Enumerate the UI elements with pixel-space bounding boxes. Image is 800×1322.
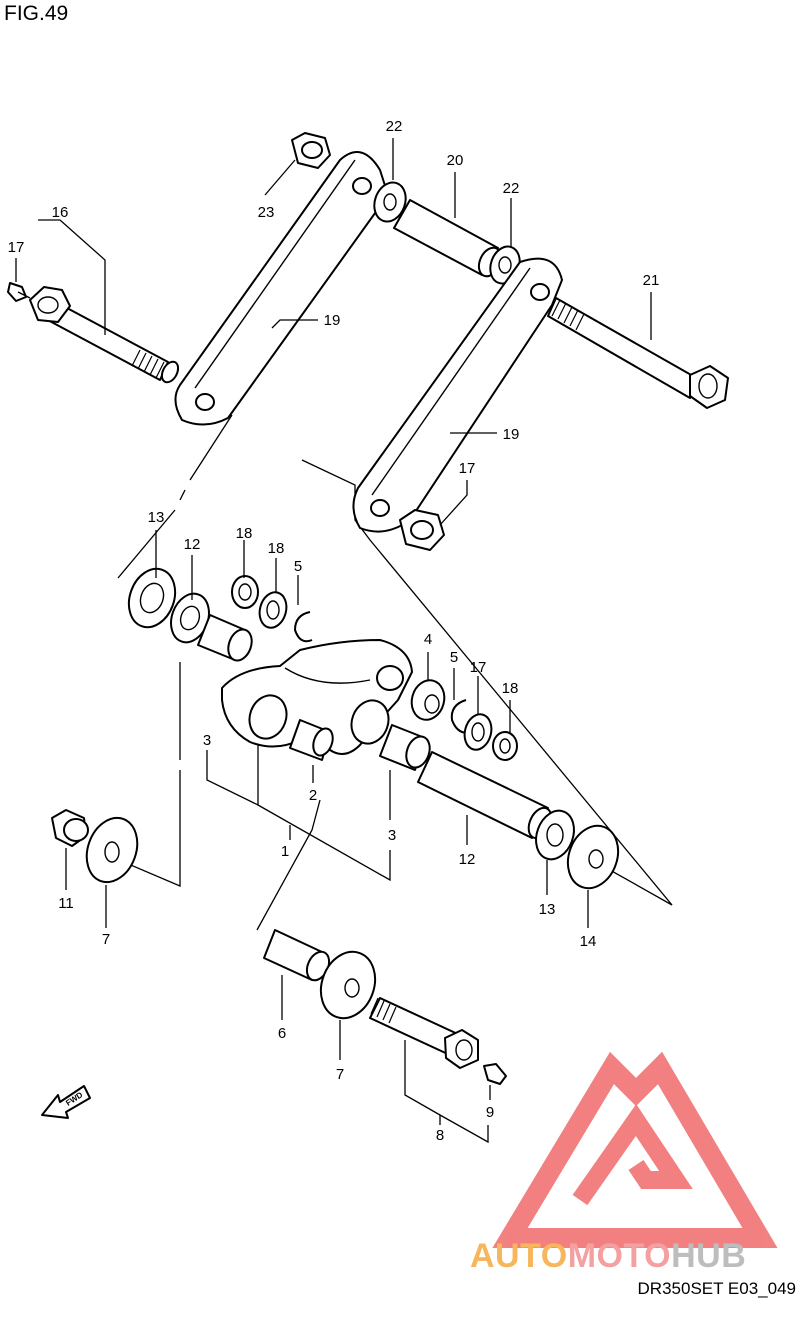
callout-19-upper: 19 — [324, 312, 341, 329]
callout-12-lower: 13 — [539, 901, 556, 918]
callout-12-upper: 12 — [184, 536, 201, 553]
callout-2: 2 — [309, 787, 317, 804]
washer-17-upper — [258, 591, 288, 629]
watermark-text-moto: MOTO — [567, 1237, 672, 1275]
dust-seal-13-lower — [566, 824, 620, 890]
sleeve-4-left — [197, 614, 253, 662]
callout-11: 12 — [459, 851, 476, 868]
bearing-18-upper — [231, 575, 259, 609]
link-plate-19-upper — [174, 151, 389, 426]
callout-labels: 16 17 23 22 20 22 21 19 19 17 13 12 18 1… — [8, 118, 660, 1144]
nut-10 — [51, 809, 89, 847]
callout-3-left: 3 — [203, 732, 211, 749]
figure-title: FIG.49 — [4, 2, 69, 25]
washer-7-upper — [85, 816, 139, 884]
callout-9: 9 — [486, 1104, 494, 1121]
callout-16: 17 — [459, 460, 476, 477]
callout-14: 16 — [52, 204, 69, 221]
callout-10: 11 — [58, 895, 74, 912]
callout-leaders — [15, 138, 652, 1144]
callout-3-right: 3 — [388, 827, 396, 844]
callout-4: 4 — [424, 631, 432, 648]
callout-17-lower: 17 — [470, 659, 487, 676]
sleeve-2 — [289, 719, 334, 761]
callout-5-upper: 5 — [294, 558, 302, 575]
callout-21: 21 — [643, 272, 660, 289]
watermark-text-hub: HUB — [671, 1237, 747, 1275]
watermark-triangle-inner — [572, 1104, 693, 1206]
grease-nipple-15 — [7, 282, 31, 302]
watermark-text-auto: AUTO — [470, 1237, 568, 1275]
callout-13-lower: 14 — [580, 933, 597, 950]
bearing-18-lower — [492, 731, 518, 761]
callout-7-upper: 7 — [102, 931, 110, 948]
callout-20: 20 — [447, 152, 464, 169]
callout-5-lower: 5 — [450, 649, 458, 666]
bolt-14 — [29, 286, 180, 384]
callout-23: 23 — [258, 204, 275, 221]
fwd-direction-arrow: FWD — [41, 1085, 91, 1119]
bolt-21 — [547, 297, 729, 409]
nut-23 — [291, 132, 331, 169]
bearing-12-lower — [535, 809, 575, 861]
bolt-8 — [369, 997, 479, 1069]
callout-7-lower: 7 — [336, 1066, 344, 1083]
sleeve-4-right — [410, 679, 446, 721]
callout-18-upper: 18 — [236, 525, 253, 542]
grease-nipple-9 — [483, 1063, 507, 1085]
watermark-triangle-outer — [492, 1051, 778, 1248]
callout-1: 1 — [281, 843, 289, 860]
callout-22-right: 22 — [503, 180, 520, 197]
washer-17-lower — [463, 713, 493, 751]
link-plate-19-lower — [352, 257, 563, 533]
callout-18-lower: 18 — [502, 680, 519, 697]
callout-13-upper: 13 — [148, 509, 165, 526]
nut-16 — [399, 509, 445, 551]
circlip-5-upper — [294, 611, 313, 643]
sleeve-20 — [393, 199, 503, 278]
watermark-text: AUTOMOTOHUB — [470, 1237, 746, 1276]
callout-22-left: 22 — [386, 118, 403, 135]
bearing-3-right — [379, 724, 431, 771]
callout-8: 8 — [436, 1127, 444, 1144]
washer-7-lower — [319, 950, 377, 1020]
spacer-6 — [263, 929, 331, 982]
cushion-lever-1 — [221, 639, 413, 755]
callout-15: 17 — [8, 239, 25, 256]
drawing-reference-code: DR350SET E03_049 — [637, 1279, 796, 1298]
washer-22-left — [373, 181, 407, 223]
watermark-logo — [492, 1051, 778, 1248]
shaft-11 — [417, 751, 553, 840]
callout-19-lower: 19 — [503, 426, 520, 443]
callout-6: 6 — [278, 1025, 286, 1042]
dust-seal-13-upper — [127, 567, 177, 629]
callout-17-upper: 18 — [268, 540, 285, 557]
